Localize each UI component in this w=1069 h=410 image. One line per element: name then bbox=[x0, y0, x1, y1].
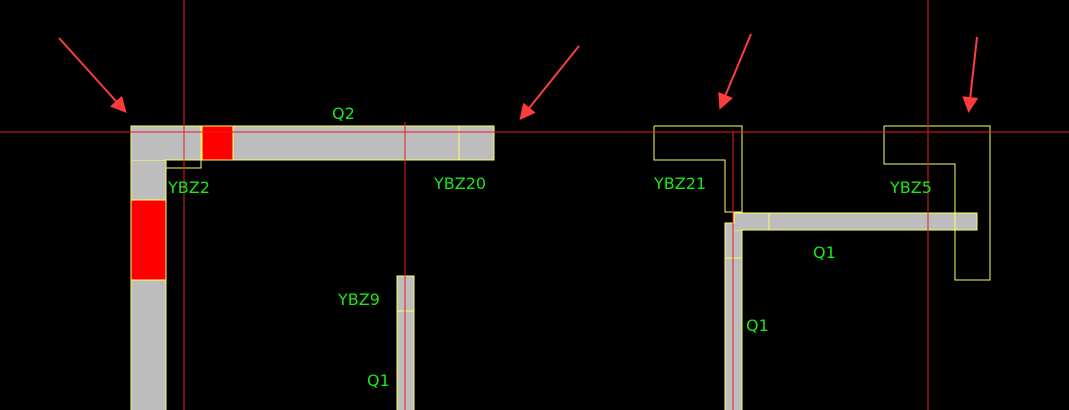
arrow-1 bbox=[58, 37, 127, 113]
annotation-arrows bbox=[58, 33, 979, 121]
label-q1-left: Q1 bbox=[367, 371, 390, 390]
label-q2: Q2 bbox=[332, 104, 355, 123]
wall-q1-horizontal[interactable] bbox=[733, 212, 978, 231]
ybz5-outline[interactable] bbox=[883, 125, 991, 281]
ybz21-outline[interactable] bbox=[653, 125, 743, 213]
label-ybz20: YBZ20 bbox=[433, 174, 486, 193]
label-q1-horizontal: Q1 bbox=[813, 243, 836, 262]
wall-q2[interactable] bbox=[130, 125, 495, 161]
label-ybz21: YBZ21 bbox=[653, 174, 706, 193]
label-ybz2: YBZ2 bbox=[167, 178, 210, 197]
label-ybz5: YBZ5 bbox=[889, 178, 932, 197]
ybz2-outline[interactable] bbox=[165, 159, 202, 200]
label-q1-vertical: Q1 bbox=[746, 316, 769, 335]
label-ybz9: YBZ9 bbox=[337, 290, 380, 309]
labels: Q2 YBZ2 YBZ20 YBZ9 Q1 YBZ21 YBZ5 Q1 Q1 bbox=[167, 104, 932, 390]
arrow-4 bbox=[962, 36, 979, 113]
red-column-left[interactable] bbox=[130, 199, 167, 281]
red-column-top[interactable] bbox=[201, 125, 234, 161]
arrow-2 bbox=[519, 45, 580, 121]
arrow-3 bbox=[718, 33, 752, 110]
